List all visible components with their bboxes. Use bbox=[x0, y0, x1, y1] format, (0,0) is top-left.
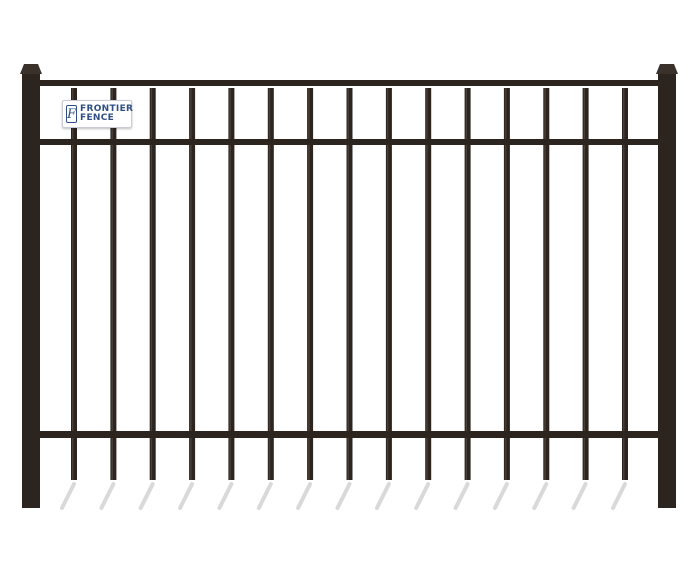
picket bbox=[385, 88, 392, 480]
picket bbox=[464, 88, 471, 480]
picket-shadow bbox=[492, 482, 509, 510]
picket-shadow bbox=[611, 482, 627, 510]
picket-highlight bbox=[72, 88, 74, 480]
picket bbox=[622, 88, 628, 480]
picket-shadow bbox=[296, 482, 313, 510]
picket bbox=[71, 88, 77, 480]
picket-shadow bbox=[374, 482, 391, 510]
picket bbox=[543, 88, 550, 480]
picket bbox=[307, 88, 314, 480]
left-post-cap bbox=[20, 64, 42, 74]
picket-shadow bbox=[335, 482, 352, 510]
logo-text: FRONTIER FENCE bbox=[80, 105, 133, 123]
ground-shadows bbox=[60, 482, 627, 510]
picket-shadow bbox=[60, 482, 76, 510]
picket-highlight bbox=[150, 88, 153, 480]
right-post-cap bbox=[656, 64, 678, 74]
logo-monogram: F bbox=[66, 105, 78, 123]
picket-highlight bbox=[623, 88, 625, 480]
picket-highlight bbox=[190, 88, 192, 480]
bottom-rail bbox=[38, 431, 662, 438]
picket-shadow bbox=[414, 482, 431, 510]
picket-highlight bbox=[465, 88, 468, 480]
logo-line-1: FRONTIER bbox=[80, 104, 134, 114]
picket-highlight bbox=[111, 88, 113, 480]
rails bbox=[38, 80, 662, 438]
picket bbox=[189, 88, 196, 480]
picket bbox=[582, 88, 589, 480]
picket-highlight bbox=[544, 88, 546, 480]
right-post bbox=[658, 72, 676, 508]
picket bbox=[149, 88, 156, 480]
picket-highlight bbox=[347, 88, 349, 480]
posts bbox=[20, 64, 678, 508]
picket-highlight bbox=[504, 88, 507, 480]
picket bbox=[267, 88, 274, 480]
picket-shadow bbox=[532, 482, 549, 510]
picket bbox=[425, 88, 432, 480]
picket bbox=[503, 88, 510, 480]
picket-shadow bbox=[571, 482, 588, 510]
picket-highlight bbox=[268, 88, 271, 480]
picket-shadow bbox=[178, 482, 195, 510]
picket-highlight bbox=[583, 88, 586, 480]
top-rail bbox=[38, 80, 662, 86]
logo-line-2: FENCE bbox=[80, 113, 115, 123]
picket bbox=[110, 88, 117, 480]
picket-shadow bbox=[138, 482, 155, 510]
picket bbox=[346, 88, 353, 480]
frontier-fence-logo: F FRONTIER FENCE bbox=[62, 100, 133, 128]
picket-shadow bbox=[99, 482, 116, 510]
pickets bbox=[71, 88, 628, 480]
picket-shadow bbox=[217, 482, 234, 510]
picket-highlight bbox=[308, 88, 310, 480]
picket-highlight bbox=[426, 88, 428, 480]
middle-rail bbox=[38, 139, 662, 145]
picket-highlight bbox=[229, 88, 231, 480]
picket-shadow bbox=[256, 482, 273, 510]
picket-shadow bbox=[453, 482, 470, 510]
left-post bbox=[22, 72, 40, 508]
picket-highlight bbox=[386, 88, 389, 480]
picket bbox=[228, 88, 235, 480]
